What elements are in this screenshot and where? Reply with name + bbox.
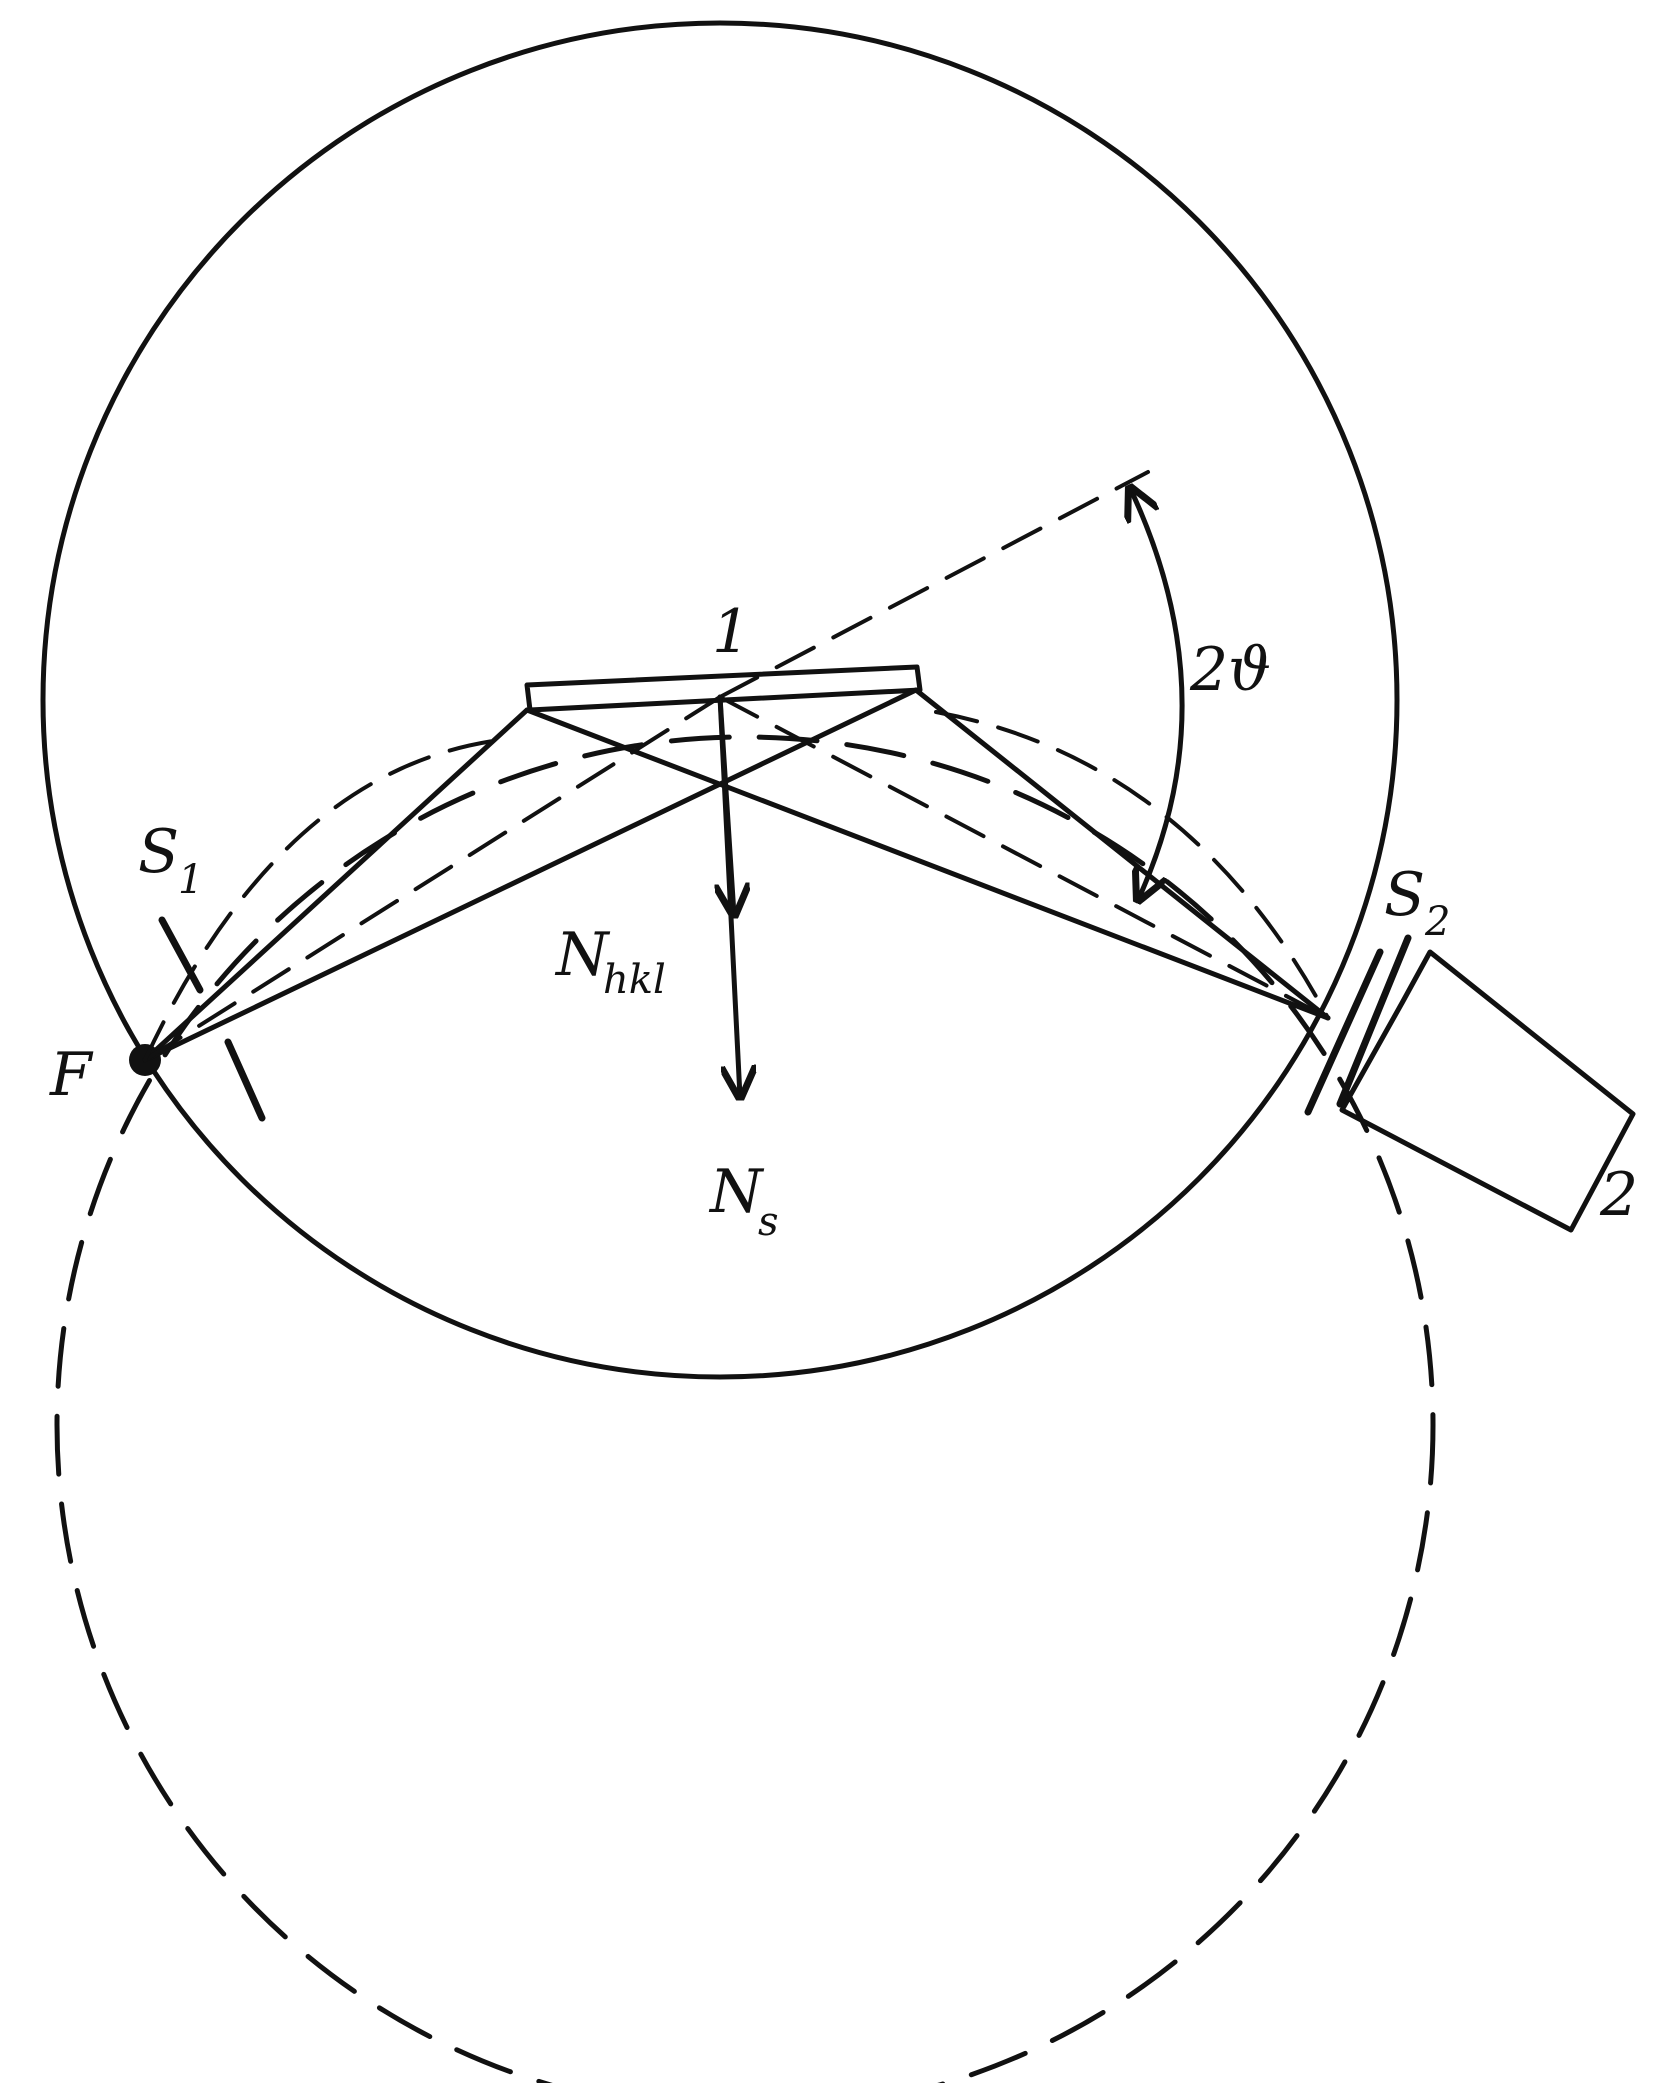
slit-s1-subscript: 1 bbox=[178, 857, 203, 903]
slit-s1-lower bbox=[224, 1038, 266, 1122]
goniometer-circle bbox=[40, 20, 1400, 1380]
two-theta-arc bbox=[1130, 488, 1185, 900]
crystal-label: 1 bbox=[712, 597, 750, 667]
slit-s1-label: S bbox=[138, 817, 179, 887]
slit-s2-label: S bbox=[1384, 860, 1425, 930]
slit-s1-upper bbox=[158, 916, 204, 994]
crystal-plate bbox=[524, 664, 923, 713]
focus-label: F bbox=[49, 1040, 94, 1110]
angle-label: 2ϑ bbox=[1189, 635, 1271, 705]
dashed-arc-right bbox=[934, 710, 1330, 1020]
dashed-arc-left bbox=[143, 738, 502, 1062]
normal-hkl-label: N bbox=[554, 920, 611, 990]
ray-solid-4 bbox=[913, 687, 1331, 1021]
ray-solid-3 bbox=[524, 707, 1331, 1021]
normal-s-label: N bbox=[708, 1157, 765, 1227]
detector-label: 2 bbox=[1599, 1160, 1638, 1230]
ray-dashed-1 bbox=[143, 695, 722, 1062]
ray-solid-1 bbox=[142, 707, 530, 1063]
focusing-circle bbox=[54, 734, 1436, 2083]
detector bbox=[1339, 949, 1636, 1233]
slit-s2-back bbox=[1336, 934, 1412, 1108]
slit-s2-front bbox=[1304, 948, 1384, 1116]
normal-hkl-subscript: hkl bbox=[603, 957, 666, 1003]
normal-s-subscript: s bbox=[758, 1199, 779, 1245]
ray-solid-2 bbox=[142, 687, 919, 1063]
normal-s-arrow bbox=[717, 694, 740, 1097]
ray-dashed-2 bbox=[718, 695, 1330, 1020]
slit-s2-subscript: 2 bbox=[1424, 899, 1450, 945]
ray-dashed-3 bbox=[718, 470, 1150, 699]
